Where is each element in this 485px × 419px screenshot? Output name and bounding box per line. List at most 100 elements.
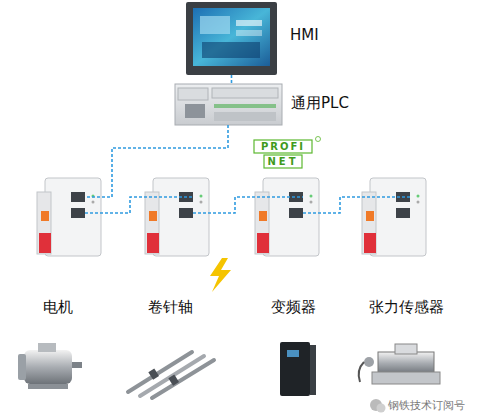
sensor-base xyxy=(372,372,440,384)
module-clip xyxy=(41,211,49,221)
plc-terminal xyxy=(212,88,278,98)
network-connector xyxy=(231,75,232,84)
watermark: 钢铁技术订阅号 xyxy=(388,398,465,413)
io-module xyxy=(362,178,426,256)
logo-frame xyxy=(254,140,312,153)
screen-bar xyxy=(236,20,262,26)
lightning-icon xyxy=(210,258,231,292)
module-connector xyxy=(257,233,269,253)
module-clip xyxy=(149,211,157,221)
rj45-port xyxy=(71,208,85,218)
network-wire xyxy=(85,125,228,197)
logo-frame xyxy=(264,155,302,168)
device-box: HMI xyxy=(186,2,277,75)
connector-line xyxy=(231,75,233,84)
wechat-bubble xyxy=(377,404,386,413)
field-device: 张力传感器 xyxy=(350,298,462,406)
node-label: HMI xyxy=(290,26,319,44)
motor-image xyxy=(18,343,82,389)
profinet-logo xyxy=(254,137,321,169)
shaft-image xyxy=(128,352,214,398)
plc-port xyxy=(185,104,205,118)
field-device: 卷针轴 xyxy=(125,298,215,406)
field-device: 变频器 xyxy=(250,298,336,406)
module-connector xyxy=(39,233,51,253)
io-module xyxy=(255,178,319,256)
network-wires xyxy=(85,125,410,213)
hmi-monitor xyxy=(186,2,277,75)
status-led xyxy=(417,201,420,204)
device-box: 通用PLC xyxy=(175,84,282,125)
plc-body xyxy=(175,84,282,125)
module-body xyxy=(263,178,319,256)
node-label: 变频器 xyxy=(250,298,336,317)
logo-text: NET xyxy=(264,155,302,168)
io-modules xyxy=(37,178,426,256)
shaft xyxy=(140,356,204,396)
motor-body xyxy=(24,350,72,384)
module-body xyxy=(370,178,426,256)
motor-foot xyxy=(28,384,68,389)
node-label: 通用PLC xyxy=(291,94,349,113)
shaft xyxy=(152,360,214,398)
inverter-body xyxy=(280,342,310,396)
screen-panel xyxy=(200,16,230,34)
rj45-port xyxy=(396,208,410,218)
sensor-cable xyxy=(359,362,364,382)
field-device: 电机 xyxy=(18,298,98,406)
plc-leds xyxy=(214,104,276,108)
plc-unit xyxy=(175,84,282,125)
node-label: 张力传感器 xyxy=(350,298,462,317)
motor-shaft xyxy=(72,362,82,368)
network-wire xyxy=(85,197,193,213)
node-label: 卷针轴 xyxy=(125,298,215,317)
motor-endcap xyxy=(18,354,26,380)
status-led xyxy=(310,195,313,198)
sensor-top xyxy=(395,344,417,354)
module-body xyxy=(153,178,209,256)
motor-box xyxy=(38,343,56,352)
logo-mark xyxy=(316,137,321,142)
rj45-port xyxy=(289,208,303,218)
screen-panel xyxy=(202,42,260,58)
shaft xyxy=(128,352,192,392)
plc-terminal xyxy=(214,112,276,121)
module-side xyxy=(145,192,159,254)
network-wire xyxy=(193,197,303,213)
rj45-port xyxy=(289,192,303,202)
status-led xyxy=(200,195,203,198)
module-side xyxy=(37,192,51,254)
plc-terminal xyxy=(178,88,208,100)
status-led xyxy=(200,201,203,204)
module-side xyxy=(255,192,269,254)
inverter-image xyxy=(280,342,316,396)
module-body xyxy=(45,178,101,256)
status-led xyxy=(310,201,313,204)
monitor-screen xyxy=(193,8,270,66)
shaft-nut xyxy=(168,374,179,385)
io-module xyxy=(145,178,209,256)
shaft-nut xyxy=(148,368,159,379)
rj45-port xyxy=(179,208,193,218)
logo-text: PROFI xyxy=(254,140,312,153)
module-connector xyxy=(147,233,159,253)
rj45-port xyxy=(71,192,85,202)
screen-bar xyxy=(236,30,262,36)
node-label: 电机 xyxy=(18,298,98,317)
watermark-icon xyxy=(370,399,386,413)
tension-sensor-image xyxy=(359,344,440,384)
sensor-body xyxy=(378,352,434,374)
io-module xyxy=(37,178,101,256)
inverter-display xyxy=(287,350,299,357)
inverter-side xyxy=(310,345,316,395)
module-clip xyxy=(259,211,267,221)
sensor-plug xyxy=(364,357,374,367)
status-led xyxy=(92,201,95,204)
status-led xyxy=(417,195,420,198)
module-connector xyxy=(364,233,376,253)
monitor-frame xyxy=(186,2,277,75)
module-side xyxy=(362,192,376,254)
